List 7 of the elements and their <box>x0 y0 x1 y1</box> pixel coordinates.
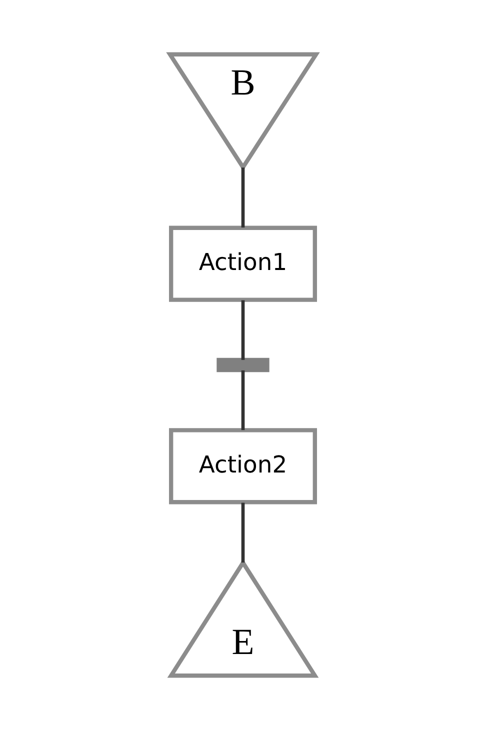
connector <box>240 370 244 430</box>
connector <box>240 300 244 360</box>
connector <box>240 502 244 563</box>
node-box: Action2 <box>168 428 316 504</box>
node-bar <box>216 358 269 372</box>
node-box: Action1 <box>168 226 316 302</box>
connector <box>240 168 244 228</box>
